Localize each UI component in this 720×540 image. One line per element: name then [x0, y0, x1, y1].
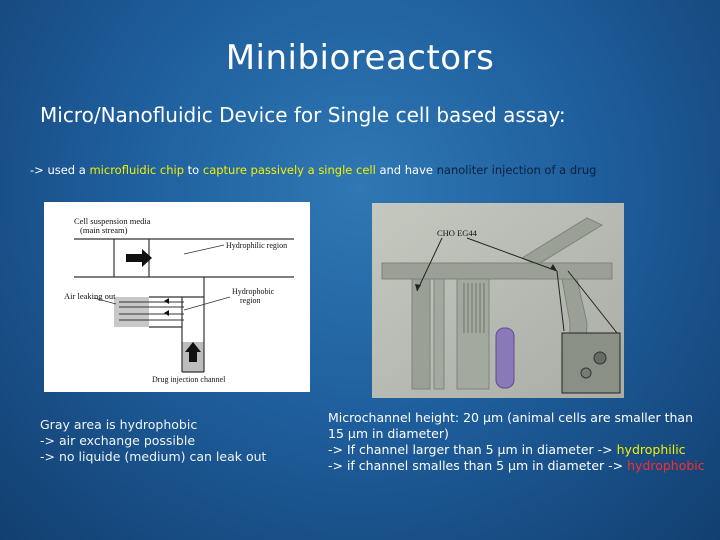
label-cell: CHO EG44	[437, 228, 478, 238]
label-hydrophobic-1: Hydrophobic	[232, 287, 275, 296]
slide-subtitle: Micro/Nanofluidic Device for Single cell…	[40, 103, 566, 127]
caption-right-line: -> If channel larger than 5 µm in diamet…	[328, 442, 713, 458]
hydrophobic-highlight: hydrophobic	[627, 458, 705, 473]
air-arrow-icon	[164, 310, 169, 316]
slide-title: Minibioreactors	[225, 38, 495, 78]
intro-highlight-capture: capture passively a single cell	[202, 163, 376, 177]
label-media-1: Cell suspension media	[74, 216, 151, 226]
label-drug: Drug injection channel	[152, 375, 226, 384]
label-hydrophobic-2: region	[240, 296, 260, 305]
caption-text: -> if channel smalles than 5 µm in diame…	[328, 458, 628, 473]
caption-text: -> If channel larger than 5 µm in diamet…	[328, 442, 617, 457]
injection-arrow-icon	[185, 342, 201, 362]
label-air: Air leaking out	[64, 291, 116, 301]
caption-right-line: -> if channel smalles than 5 µm in diame…	[328, 458, 713, 474]
device-schematic-figure: Cell suspension media (main stream) Hydr…	[44, 202, 310, 392]
intro-highlight-injection: nanoliter injection of a drug	[436, 163, 597, 177]
intro-text: -> used a microfluidic chip to capture p…	[30, 163, 596, 177]
label-media-2: (main stream)	[80, 225, 128, 235]
caption-left-line: -> no liquide (medium) can leak out	[40, 449, 267, 464]
caption-left: Gray area is hydrophobic -> air exchange…	[40, 417, 266, 465]
device-micrograph: CHO EG44	[372, 203, 624, 398]
device-micrograph-figure: CHO EG44	[372, 203, 624, 398]
air-arrow-icon	[164, 298, 169, 304]
device-schematic-diagram: Cell suspension media (main stream) Hydr…	[64, 216, 294, 384]
caption-right-line: Microchannel height: 20 µm (animal cells…	[328, 410, 693, 425]
intro-part: to	[184, 163, 203, 177]
zoom-inset	[561, 332, 621, 394]
caption-left-line: -> air exchange possible	[40, 433, 196, 448]
intro-part: -> used a	[30, 163, 90, 177]
intro-part: and have	[375, 163, 437, 177]
caption-right: Microchannel height: 20 µm (animal cells…	[328, 410, 713, 474]
drug-channel	[495, 327, 515, 389]
label-hydrophilic: Hydrophilic region	[226, 241, 287, 250]
caption-right-line: 15 µm in diameter)	[328, 426, 449, 441]
flow-arrow-icon	[126, 249, 152, 267]
hydrophilic-highlight: hydrophilic	[616, 442, 686, 457]
caption-left-line: Gray area is hydrophobic	[40, 417, 198, 432]
intro-highlight-chip: microfluidic chip	[89, 163, 185, 177]
